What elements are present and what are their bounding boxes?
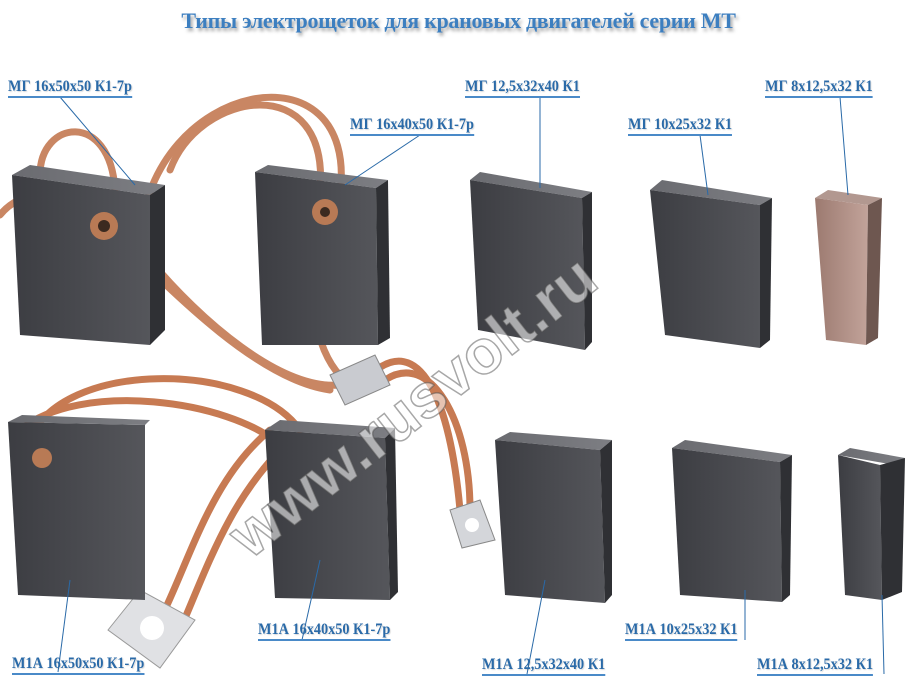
brush-mg-16x50x50 xyxy=(12,165,165,345)
brush-m1a-12-5x32x40 xyxy=(495,432,612,603)
brush-m1a-16x40x50 xyxy=(265,420,398,600)
label-m1a-10x25x32: М1А 10х25х32 К1 xyxy=(625,621,738,641)
label-mg-16x40x50: МГ 16х40х50 К1-7р xyxy=(350,116,474,136)
brush-m1a-8x12-5x32 xyxy=(838,448,905,600)
leader-lines xyxy=(57,96,885,675)
page-title: Типы электрощеток для крановых двигателе… xyxy=(181,8,736,33)
brush-mg-8x12-5x32 xyxy=(815,190,882,345)
label-mg-16x50x50: МГ 16х50х50 К1-7р xyxy=(8,78,132,98)
brush-mg-12-5x32x40 xyxy=(470,172,592,350)
label-m1a-16x40x50: М1А 16х40х50 К1-7р xyxy=(258,621,391,641)
brush-mg-16x40x50 xyxy=(255,165,390,345)
brush-mg-10x25x32 xyxy=(650,180,772,348)
label-m1a-16x50x50: М1А 16х50х50 К1-7р xyxy=(12,655,145,675)
label-mg-12-5x32x40: МГ 12,5х32х40 К1 xyxy=(465,78,580,98)
label-m1a-12-5x32x40: М1А 12,5х32х40 К1 xyxy=(482,656,606,676)
label-m1a-8x12-5x32: М1А 8х12,5х32 К1 xyxy=(757,656,874,676)
label-mg-10x25x32: МГ 10х25х32 К1 xyxy=(628,116,733,136)
brush-m1a-10x25x32 xyxy=(672,440,792,602)
brush-m1a-16x50x50 xyxy=(8,415,150,600)
terminal-plate xyxy=(329,354,391,406)
copper-wire-bottom xyxy=(16,357,474,634)
label-mg-8x12-5x32: МГ 8х12,5х32 К1 xyxy=(765,78,873,98)
